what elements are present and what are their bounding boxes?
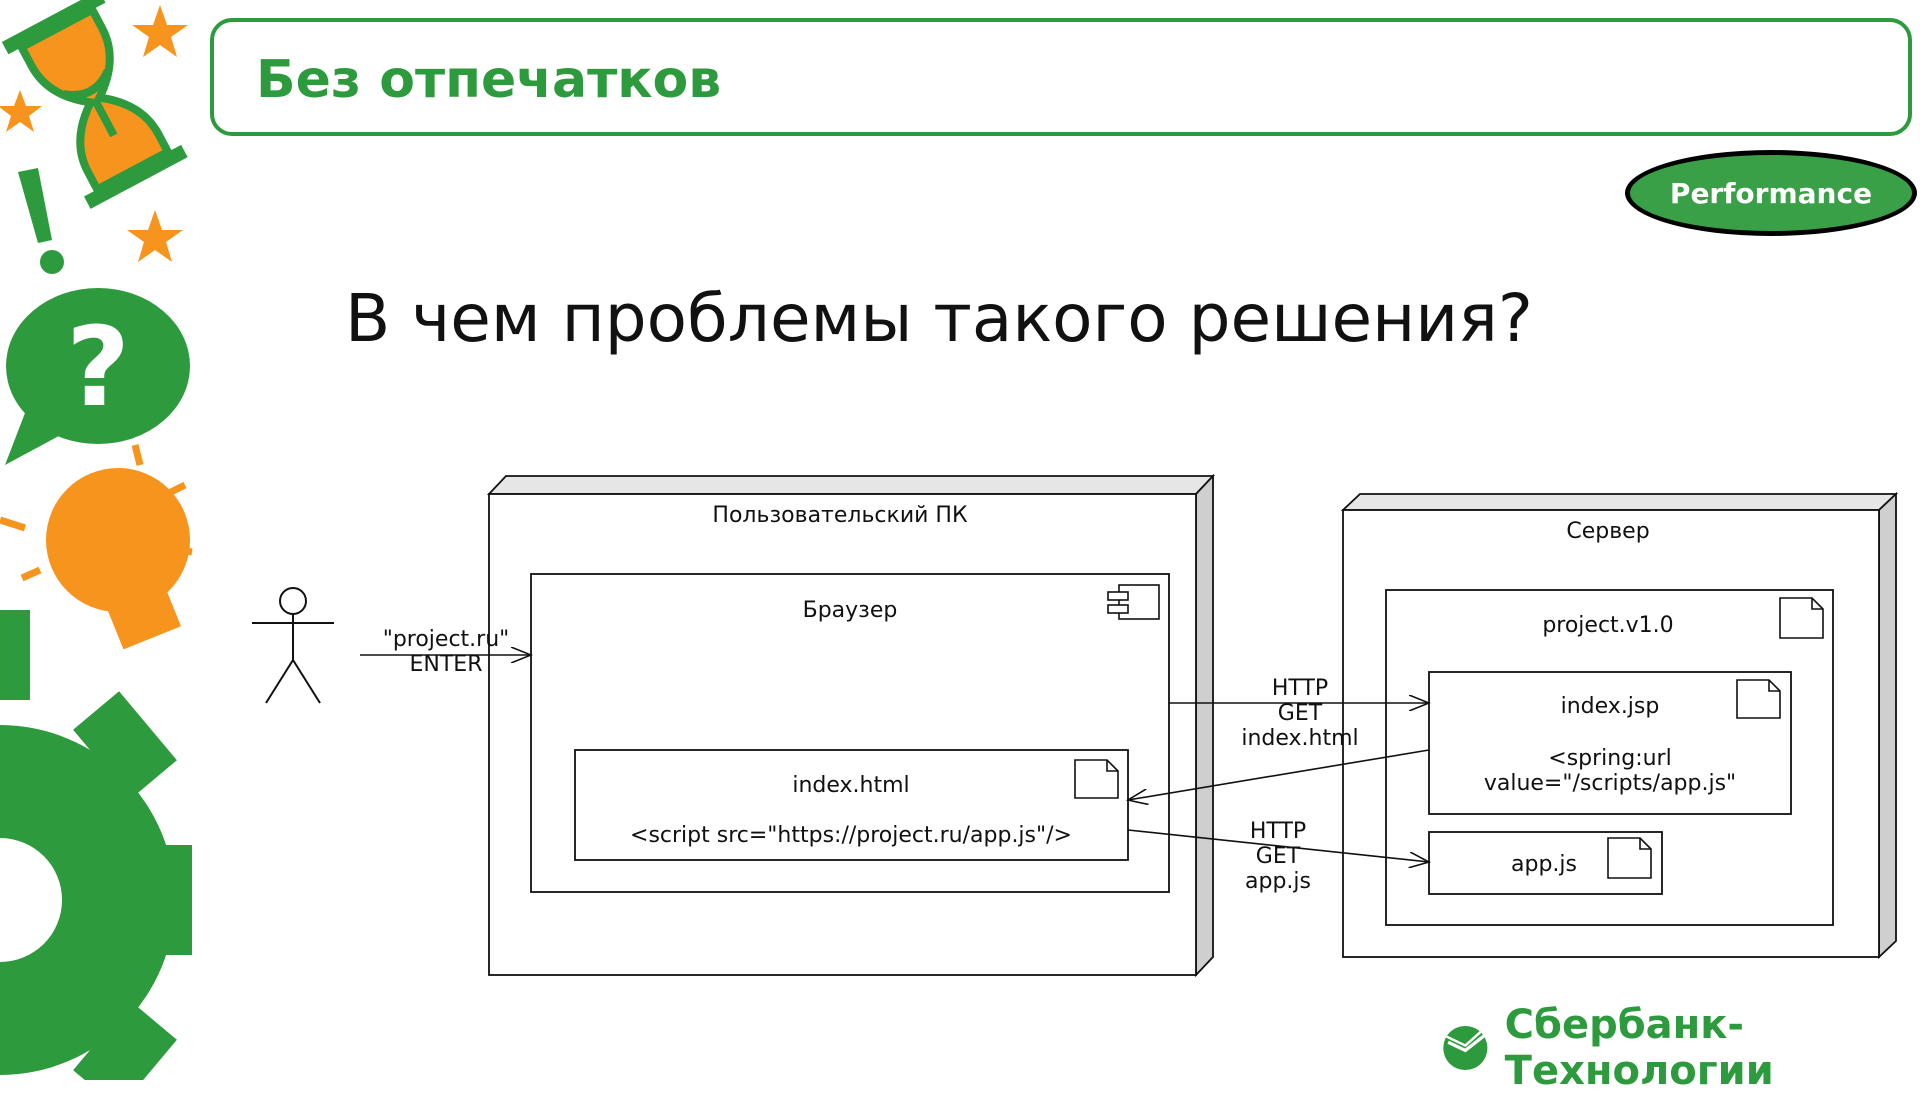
actor-icon bbox=[252, 588, 334, 703]
browser-label: Браузер bbox=[803, 598, 898, 623]
sber-logo-icon bbox=[1440, 1019, 1491, 1077]
artifact-icon bbox=[1737, 680, 1780, 718]
http2-line3: app.js bbox=[1245, 869, 1311, 894]
enter-text-line2: ENTER bbox=[410, 652, 483, 677]
index-html-content: <script src="https://project.ru/app.js"/… bbox=[630, 823, 1072, 848]
http1-line1: HTTP bbox=[1272, 676, 1328, 701]
http1-line2: GET bbox=[1278, 701, 1323, 726]
project-label: project.v1.0 bbox=[1542, 613, 1673, 638]
http2-line2: GET bbox=[1256, 844, 1301, 869]
http1-line3: index.html bbox=[1241, 726, 1358, 751]
app-js-label: app.js bbox=[1511, 852, 1577, 877]
index-jsp-line2: value="/scripts/app.js" bbox=[1484, 771, 1736, 796]
server-label: Сервер bbox=[1566, 519, 1649, 544]
index-jsp-line1: <spring:url bbox=[1548, 746, 1671, 771]
index-html-label: index.html bbox=[792, 773, 909, 798]
http2-line1: HTTP bbox=[1250, 819, 1306, 844]
enter-text-line1: "project.ru" bbox=[383, 627, 510, 652]
index-jsp-label: index.jsp bbox=[1561, 694, 1660, 719]
artifact-icon bbox=[1608, 838, 1651, 878]
company-logo: Сбербанк-Технологии bbox=[1440, 1002, 1920, 1094]
artifact-icon bbox=[1780, 598, 1823, 638]
user-pc-label: Пользовательский ПК bbox=[712, 503, 968, 528]
artifact-icon bbox=[1075, 760, 1118, 798]
logo-text: Сбербанк-Технологии bbox=[1505, 1002, 1920, 1094]
